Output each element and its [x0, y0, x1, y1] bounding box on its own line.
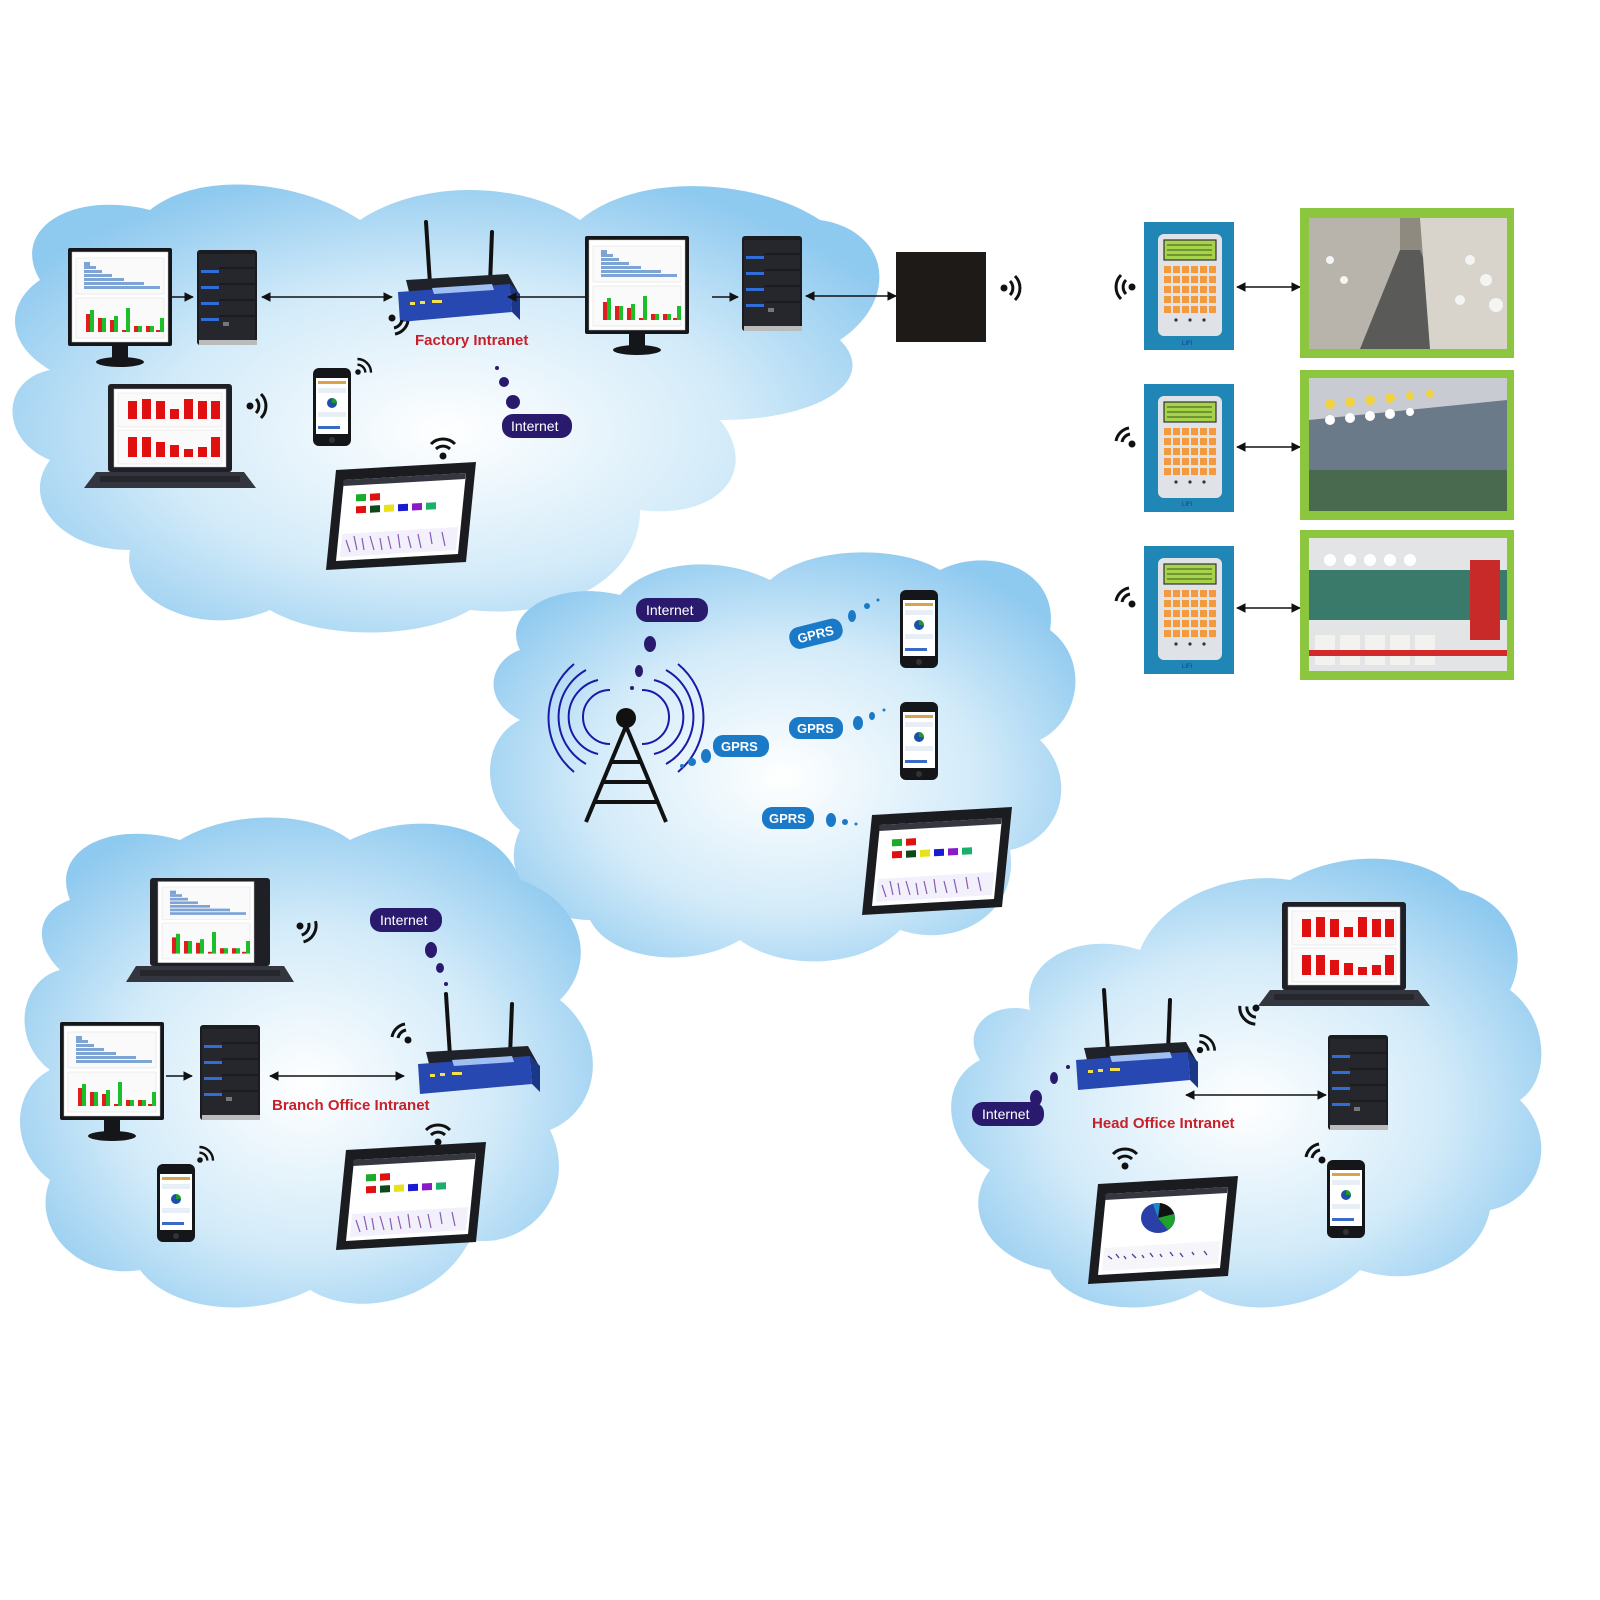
- gprs-phone-2: [900, 702, 938, 780]
- gprs-label: GPRS: [769, 811, 806, 826]
- gprs-dots: [680, 749, 711, 768]
- internet-dots: [630, 636, 656, 690]
- internet-bubble: Internet: [502, 414, 572, 438]
- factory-server-left: [196, 249, 258, 346]
- machine-photo: [1300, 208, 1514, 358]
- machine-photo: [1300, 370, 1514, 520]
- machine-controller: [1143, 383, 1235, 513]
- branch-laptop: [126, 878, 294, 982]
- head-tablet: [1087, 1175, 1239, 1285]
- factory-laptop: [84, 384, 256, 488]
- gprs-bubble: GPRS: [789, 618, 843, 649]
- gprs-label: GPRS: [797, 721, 834, 736]
- controller-brand: LIFI: [1182, 341, 1193, 347]
- controller-brand: LIFI: [1182, 664, 1193, 670]
- machine-controller: [1143, 545, 1235, 675]
- gprs-bubble: GPRS: [762, 807, 814, 829]
- wifi-icon: [1114, 586, 1137, 609]
- factory-phone: [313, 368, 351, 446]
- controller-row-3: LIFI: [1114, 530, 1514, 680]
- head-phone: [1327, 1160, 1365, 1238]
- factory-intranet-label: Factory Intranet: [415, 332, 528, 349]
- controller-row-1: LIFI: [1114, 208, 1514, 358]
- gprs-bubble: GPRS: [789, 717, 843, 739]
- branch-office-intranet-label: Branch Office Intranet: [272, 1097, 430, 1114]
- head-laptop: [1258, 902, 1430, 1006]
- gprs-phone-1: [900, 590, 938, 668]
- controller-brand: LIFI: [1182, 502, 1193, 508]
- internet-dots: [495, 366, 520, 409]
- head-office-intranet-label: Head Office Intranet: [1092, 1115, 1235, 1132]
- gprs-tablet: [861, 806, 1013, 916]
- controller-row-2: LIFI: [1114, 370, 1514, 520]
- internet-bubble: Internet: [972, 1102, 1044, 1126]
- wifi-icon: [1114, 273, 1137, 301]
- internet-dots: [425, 942, 448, 986]
- machine-photo: [1300, 530, 1514, 680]
- internet-label: Internet: [646, 602, 694, 618]
- wireless-gateway-box: [896, 252, 986, 342]
- head-office-cloud: [951, 858, 1542, 1308]
- internet-label: Internet: [511, 418, 559, 434]
- internet-label: Internet: [380, 912, 428, 928]
- gprs-dots: [848, 598, 880, 622]
- branch-phone: [157, 1164, 195, 1242]
- factory-tablet: [325, 461, 477, 571]
- head-server: [1327, 1034, 1389, 1131]
- wifi-icon: [1114, 426, 1137, 449]
- gprs-bubble: GPRS: [713, 735, 769, 757]
- internet-label: Internet: [982, 1106, 1030, 1122]
- gprs-label: GPRS: [721, 739, 758, 754]
- gprs-dots: [853, 708, 886, 730]
- internet-bubble: Internet: [370, 908, 442, 932]
- branch-tablet: [335, 1141, 487, 1251]
- wifi-icon: [999, 274, 1022, 302]
- internet-bubble: Internet: [636, 598, 708, 622]
- machine-controller: [1143, 221, 1235, 351]
- factory-server-right: [741, 235, 803, 332]
- gprs-dots: [826, 813, 858, 827]
- branch-server: [199, 1024, 261, 1121]
